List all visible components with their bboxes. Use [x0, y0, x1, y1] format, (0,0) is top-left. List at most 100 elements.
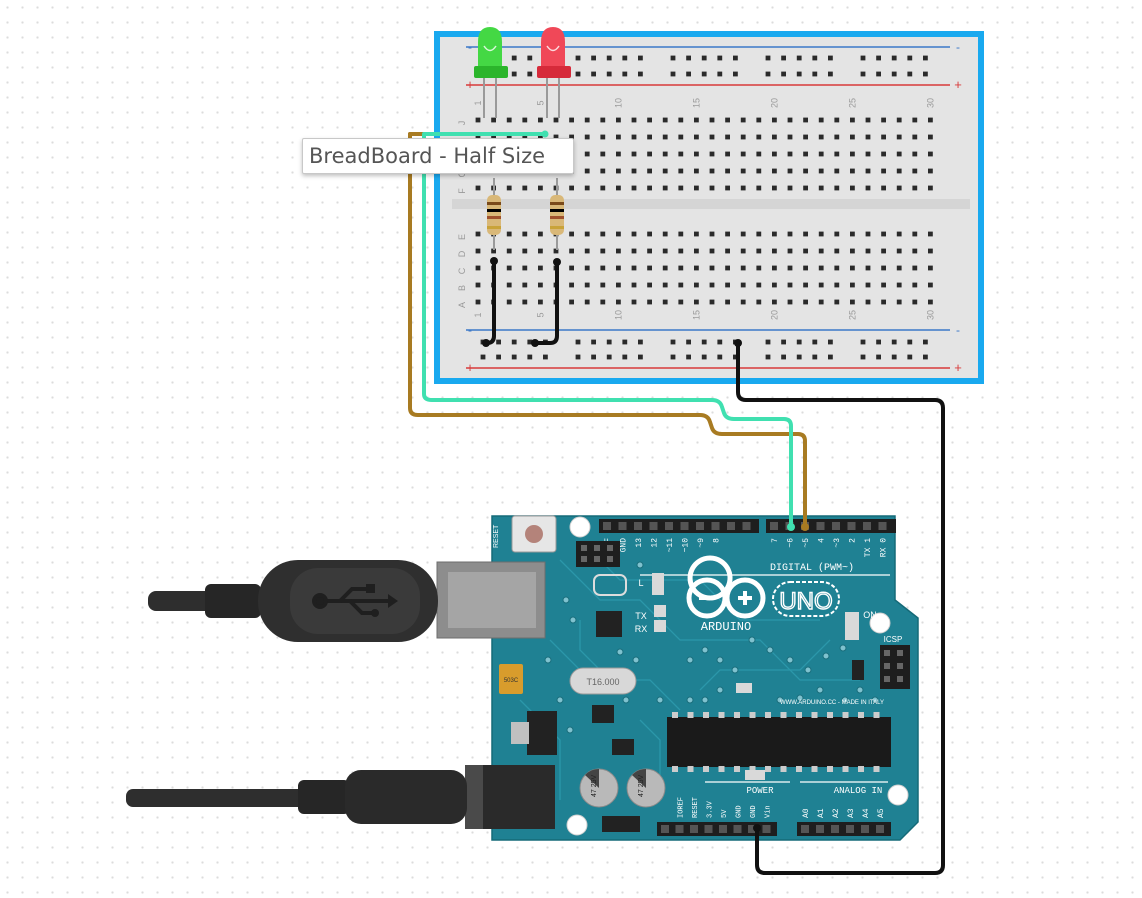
breadboard-hole[interactable] [881, 117, 886, 123]
breadboard-hole[interactable] [569, 282, 574, 288]
breadboard-hole[interactable] [818, 117, 824, 123]
rail-hole[interactable] [670, 339, 676, 345]
breadboard-hole[interactable] [538, 282, 543, 288]
wire-teal[interactable] [422, 146, 793, 529]
rail-hole[interactable] [828, 55, 833, 61]
breadboard-hole[interactable] [569, 117, 574, 123]
breadboard-hole[interactable] [896, 231, 902, 237]
rail-hole[interactable] [591, 354, 596, 360]
breadboard-hole[interactable] [600, 168, 606, 174]
rail-hole[interactable] [701, 354, 707, 360]
breadboard-hole[interactable] [631, 134, 637, 140]
breadboard-hole[interactable] [850, 151, 855, 157]
breadboard-hole[interactable] [803, 265, 808, 271]
breadboard-hole[interactable] [740, 168, 746, 174]
breadboard-hole[interactable] [834, 151, 840, 157]
rail-hole[interactable] [575, 71, 581, 77]
breadboard-hole[interactable] [584, 117, 590, 123]
rail-hole[interactable] [686, 339, 691, 345]
icsp-pin[interactable] [897, 663, 903, 669]
breadboard-hole[interactable] [772, 265, 777, 271]
breadboard-hole[interactable] [787, 117, 793, 123]
breadboard-hole[interactable] [803, 134, 808, 140]
breadboard-hole[interactable] [678, 117, 684, 123]
breadboard-hole[interactable] [928, 282, 933, 288]
breadboard-hole[interactable] [881, 134, 886, 140]
breadboard-hole[interactable] [694, 248, 699, 254]
breadboard-hole[interactable] [865, 151, 871, 157]
breadboard-hole[interactable] [475, 265, 481, 271]
breadboard-hole[interactable] [881, 168, 886, 174]
breadboard-hole[interactable] [647, 248, 652, 254]
breadboard-hole[interactable] [631, 185, 637, 191]
breadboard-hole[interactable] [616, 168, 621, 174]
breadboard-hole[interactable] [756, 168, 762, 174]
breadboard-hole[interactable] [709, 168, 715, 174]
breadboard-hole[interactable] [787, 134, 793, 140]
rail-hole[interactable] [670, 354, 676, 360]
breadboard-hole[interactable] [616, 299, 621, 305]
usb-cable[interactable] [148, 560, 438, 642]
breadboard-hole[interactable] [647, 265, 652, 271]
breadboard-hole[interactable] [569, 248, 574, 254]
breadboard-hole[interactable] [709, 282, 715, 288]
breadboard-hole[interactable] [475, 248, 481, 254]
breadboard-hole[interactable] [818, 248, 824, 254]
header-pin[interactable] [603, 522, 611, 530]
rail-hole[interactable] [876, 71, 881, 77]
breadboard-hole[interactable] [834, 117, 840, 123]
breadboard-hole[interactable] [896, 185, 902, 191]
breadboard-hole[interactable] [584, 185, 590, 191]
breadboard-hole[interactable] [491, 134, 496, 140]
breadboard-hole[interactable] [787, 299, 793, 305]
breadboard-hole[interactable] [631, 248, 637, 254]
breadboard-hole[interactable] [647, 168, 652, 174]
header-pin[interactable] [876, 825, 884, 833]
breadboard-hole[interactable] [772, 151, 777, 157]
rail-hole[interactable] [606, 55, 612, 61]
breadboard-hole[interactable] [787, 282, 793, 288]
header-pin[interactable] [816, 522, 825, 530]
rail-hole[interactable] [765, 55, 771, 61]
header-pin[interactable] [831, 825, 839, 833]
rail-hole[interactable] [701, 55, 707, 61]
breadboard-hole[interactable] [631, 117, 637, 123]
breadboard-hole[interactable] [616, 248, 621, 254]
header-pin[interactable] [711, 522, 720, 530]
header-pin[interactable] [878, 522, 887, 530]
breadboard-hole[interactable] [506, 282, 512, 288]
rail-hole[interactable] [686, 354, 691, 360]
rail-hole[interactable] [828, 354, 833, 360]
rail-hole[interactable] [686, 55, 691, 61]
wire-brown[interactable] [408, 132, 807, 529]
rail-hole[interactable] [622, 55, 628, 61]
breadboard-hole[interactable] [506, 299, 512, 305]
breadboard-hole[interactable] [616, 282, 621, 288]
breadboard-hole[interactable] [616, 231, 621, 237]
breadboard-hole[interactable] [725, 117, 730, 123]
rail-hole[interactable] [860, 339, 866, 345]
breadboard-hole[interactable] [662, 117, 668, 123]
breadboard-hole[interactable] [647, 185, 652, 191]
header-pin[interactable] [634, 522, 642, 530]
rail-hole[interactable] [638, 71, 643, 77]
breadboard-hole[interactable] [694, 299, 699, 305]
rail-hole[interactable] [781, 71, 786, 77]
header-pin[interactable] [863, 522, 871, 530]
breadboard-hole[interactable] [928, 265, 933, 271]
breadboard-hole[interactable] [662, 282, 668, 288]
breadboard-hole[interactable] [850, 282, 855, 288]
breadboard-hole[interactable] [787, 168, 793, 174]
breadboard-hole[interactable] [631, 231, 637, 237]
breadboard-hole[interactable] [662, 299, 668, 305]
rail-hole[interactable] [622, 354, 628, 360]
reset-button-cap[interactable] [525, 525, 543, 543]
breadboard-hole[interactable] [600, 231, 606, 237]
breadboard-hole[interactable] [725, 151, 730, 157]
breadboard-hole[interactable] [538, 248, 543, 254]
breadboard-hole[interactable] [553, 248, 559, 254]
header-pin[interactable] [846, 825, 854, 833]
breadboard-hole[interactable] [928, 185, 933, 191]
breadboard-hole[interactable] [834, 265, 840, 271]
